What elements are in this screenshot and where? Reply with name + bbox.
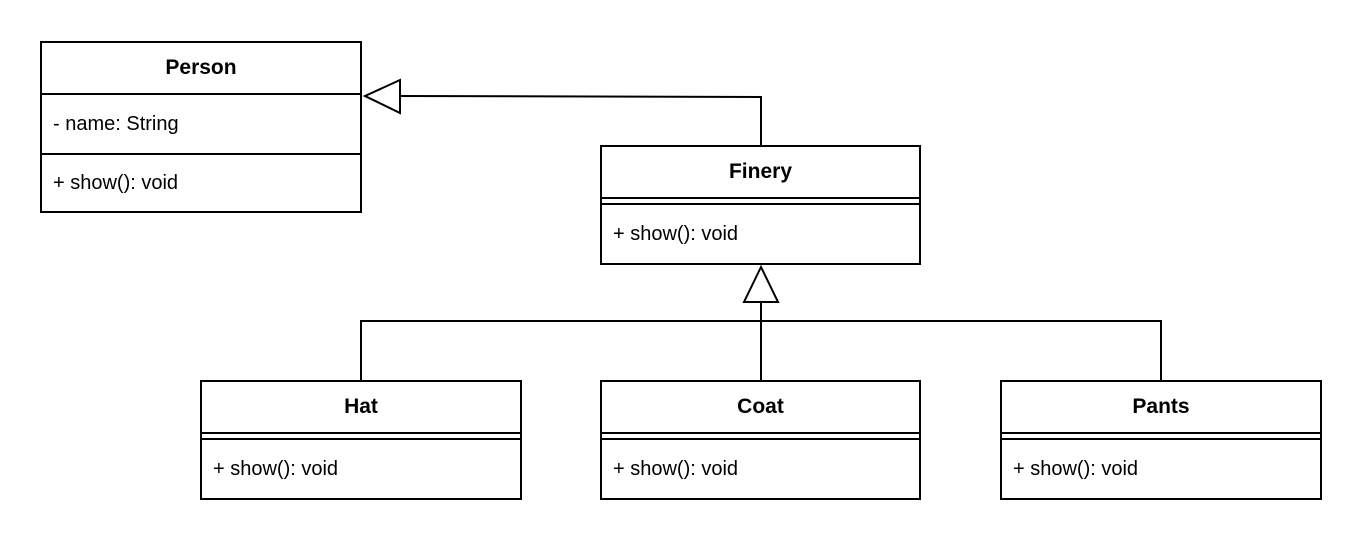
class-person-method: + show(): void xyxy=(53,171,179,194)
finery-to-person-line xyxy=(399,95,762,145)
hat-connector-line xyxy=(360,320,761,380)
class-coat-name: Coat xyxy=(602,382,919,434)
class-finery-method: + show(): void xyxy=(613,222,739,245)
class-pants-name: Pants xyxy=(1002,382,1320,434)
person-generalization-arrowhead xyxy=(362,78,401,115)
class-finery-attributes-empty xyxy=(602,199,919,205)
class-coat-attributes-empty xyxy=(602,434,919,440)
class-person[interactable]: Person - name: String + show(): void xyxy=(40,41,362,213)
class-hat-method: + show(): void xyxy=(213,457,339,480)
class-person-name: Person xyxy=(42,43,360,95)
class-finery[interactable]: Finery + show(): void xyxy=(600,145,921,265)
class-hat-attributes-empty xyxy=(202,434,520,440)
class-finery-name: Finery xyxy=(602,147,919,199)
pants-connector-line xyxy=(761,320,1162,380)
class-hat-name: Hat xyxy=(202,382,520,434)
class-coat-method: + show(): void xyxy=(613,457,739,480)
class-pants[interactable]: Pants + show(): void xyxy=(1000,380,1322,500)
finery-generalization-arrowhead xyxy=(742,264,780,303)
class-pants-method: + show(): void xyxy=(1013,457,1139,480)
class-coat[interactable]: Coat + show(): void xyxy=(600,380,921,500)
class-pants-attributes-empty xyxy=(1002,434,1320,440)
class-hat[interactable]: Hat + show(): void xyxy=(200,380,522,500)
class-person-attribute: - name: String xyxy=(42,95,360,155)
